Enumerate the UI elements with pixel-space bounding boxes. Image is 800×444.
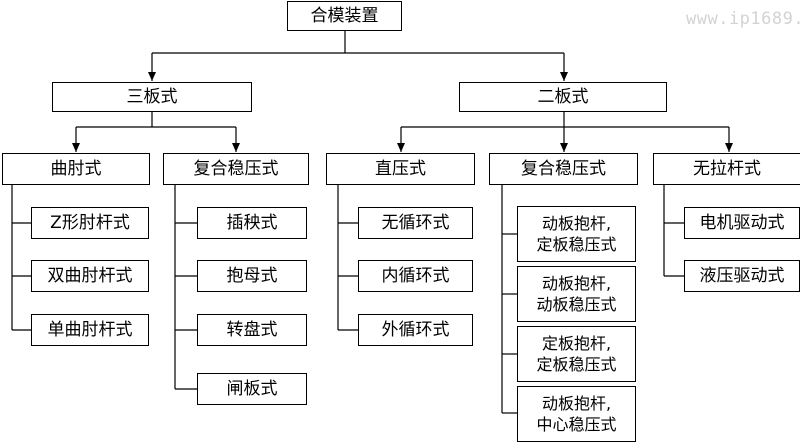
node-direct-press: 直压式	[326, 153, 475, 185]
node-three-plate: 三板式	[52, 82, 252, 112]
leaf-tiebarless-2: 液压驱动式	[684, 260, 800, 292]
leaf-composite-three-4: 闸板式	[197, 373, 307, 405]
leaf-composite-two-2: 动板抱杆, 动板稳压式	[517, 266, 636, 322]
leaf-composite-three-1: 插秧式	[197, 207, 307, 239]
leaf-composite-two-4: 动板抱杆, 中心稳压式	[517, 386, 636, 442]
leaf-tiebarless-1: 电机驱动式	[684, 207, 800, 239]
leaf-composite-two-3: 定板抱杆, 定板稳压式	[517, 326, 636, 382]
leaf-composite-two-2-line2: 动板稳压式	[536, 295, 617, 314]
node-tiebarless: 无拉杆式	[653, 153, 800, 185]
leaf-composite-two-1-line1: 动板抱杆,	[541, 214, 612, 233]
leaf-direct-2: 内循环式	[358, 260, 473, 292]
watermark: www.ip1689.com	[686, 9, 800, 29]
leaf-composite-two-4-line1: 动板抱杆,	[541, 394, 612, 413]
leaf-toggle-2: 双曲肘杆式	[31, 260, 149, 292]
leaf-composite-two-2-line1: 动板抱杆,	[541, 274, 612, 293]
node-composite-three: 复合稳压式	[163, 153, 309, 185]
node-root: 合模装置	[287, 1, 402, 31]
node-composite-two: 复合稳压式	[489, 153, 638, 185]
node-two-plate: 二板式	[459, 82, 667, 112]
leaf-toggle-1: Z形肘杆式	[31, 207, 149, 239]
leaf-direct-3: 外循环式	[358, 314, 473, 346]
leaf-composite-three-3: 转盘式	[197, 314, 307, 346]
leaf-composite-three-2: 抱母式	[197, 260, 307, 292]
leaf-composite-two-1-line2: 定板稳压式	[536, 235, 617, 254]
leaf-toggle-3: 单曲肘杆式	[31, 314, 149, 346]
leaf-composite-two-3-line2: 定板稳压式	[536, 355, 617, 374]
leaf-composite-two-1: 动板抱杆, 定板稳压式	[517, 206, 636, 262]
node-toggle: 曲肘式	[2, 153, 150, 185]
leaf-composite-two-4-line2: 中心稳压式	[536, 415, 617, 434]
leaf-composite-two-3-line1: 定板抱杆,	[541, 334, 612, 353]
leaf-direct-1: 无循环式	[358, 207, 473, 239]
